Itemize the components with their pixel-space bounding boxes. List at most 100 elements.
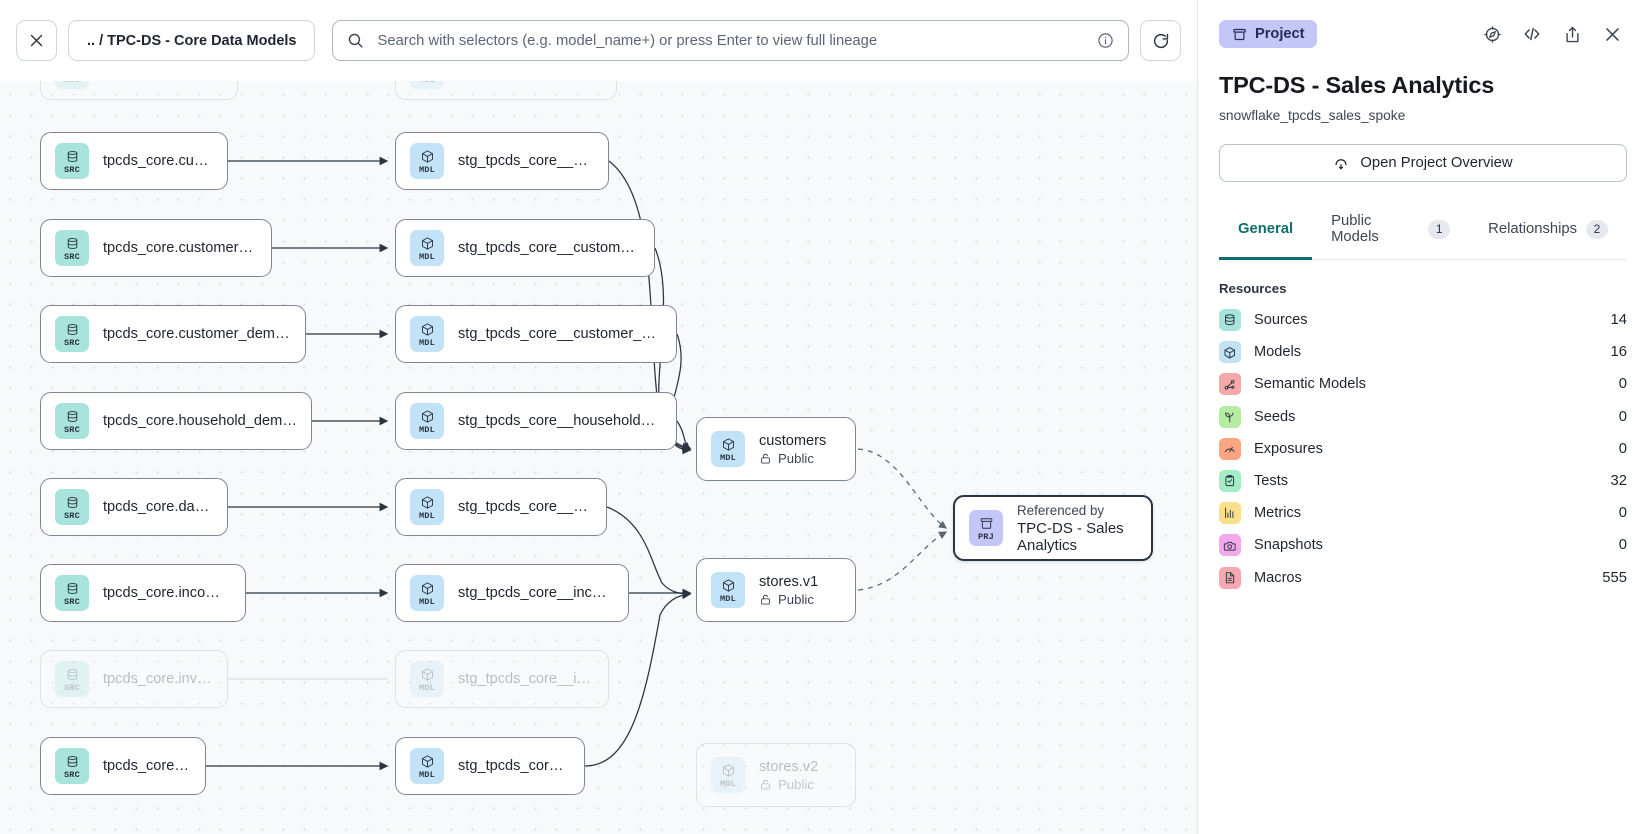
resource-row-tests[interactable]: Tests 32	[1219, 465, 1627, 497]
lineage-node-src_customer[interactable]: SRC tpcds_core.customer	[40, 132, 228, 190]
node-cube-icon	[421, 236, 433, 250]
close-icon	[30, 34, 43, 47]
resource-name: Tests	[1254, 473, 1289, 490]
node-text: tpcds_core.inventory	[103, 671, 213, 687]
node-text: stg_tpcds_core__income_band	[458, 585, 614, 601]
lineage-search[interactable]	[332, 20, 1129, 61]
node-glyph	[65, 235, 80, 252]
lock-open-icon	[761, 594, 770, 605]
resource-count: 0	[1618, 537, 1627, 554]
node-kind-label: MDL	[418, 251, 436, 262]
close-panel-button[interactable]	[1597, 19, 1627, 49]
lineage-node-mdl_cust_demo[interactable]: MDLstg_tpcds_core__customer_demogra…	[395, 305, 677, 363]
database-icon	[1219, 309, 1241, 332]
lineage-canvas-pane[interactable]: SRCtpcds_core.call_centerSRCtpcds_core.c…	[0, 0, 1197, 834]
gauge-icon	[1219, 437, 1241, 460]
breadcrumb[interactable]: .. / TPC-DS - Core Data Models	[68, 20, 316, 61]
explore-compass-button[interactable]	[1477, 19, 1507, 49]
resource-row-macros[interactable]: Macros 555	[1219, 562, 1627, 594]
node-db-icon	[67, 150, 77, 162]
tab-count-badge: 2	[1586, 219, 1608, 239]
node-text: tpcds_core.customer	[103, 153, 213, 169]
tab-label: Relationships	[1488, 221, 1577, 237]
node-title: tpcds_core.household_demographics	[103, 413, 297, 429]
resource-count: 0	[1618, 408, 1627, 425]
project-type-badge[interactable]: Project	[1219, 20, 1318, 48]
search-input[interactable]	[364, 32, 1097, 49]
refresh-icon	[1153, 33, 1168, 48]
info-icon[interactable]	[1097, 32, 1114, 49]
node-project-icon	[980, 517, 992, 529]
node-title: stg_tpcds_core__store	[458, 758, 570, 774]
node-kind-label: SRC	[63, 164, 81, 175]
close-lineage-button[interactable]	[16, 20, 57, 61]
code-icon	[1524, 27, 1540, 41]
node-text: tpcds_core.customer_address	[103, 240, 257, 256]
node-title: tpcds_core.store	[103, 758, 191, 774]
node-glyph	[420, 235, 435, 252]
camera-icon	[1219, 534, 1241, 557]
node-title: stg_tpcds_core__customer_address	[458, 240, 640, 256]
node-text: tpcds_core.store	[103, 758, 191, 774]
node-cube-icon	[722, 763, 734, 777]
node-title: customers	[759, 432, 827, 449]
node-glyph	[979, 515, 994, 532]
node-title: stores.v1	[759, 573, 819, 590]
node-visibility-label: Public	[778, 591, 814, 607]
refresh-button[interactable]	[1140, 20, 1181, 61]
lineage-node-mdl_hh_demo[interactable]: MDLstg_tpcds_core__household_demogr…	[395, 392, 677, 450]
lineage-node-mdl_cust_addr[interactable]: MDL stg_tpcds_core__customer_address	[395, 219, 655, 277]
tab-general[interactable]: General	[1219, 208, 1313, 260]
semantic-graph-icon	[1219, 373, 1241, 396]
panel-header: Project	[1219, 0, 1627, 60]
node-glyph	[65, 753, 80, 770]
node-title: stores.v2	[759, 758, 819, 775]
project-box-icon	[1233, 28, 1246, 40]
tab-relationships[interactable]: Relationships 2	[1469, 208, 1627, 260]
node-kind-label: MDL	[719, 452, 737, 463]
resource-count: 32	[1610, 473, 1627, 490]
node-cube-icon	[421, 581, 433, 595]
view-code-button[interactable]	[1517, 19, 1547, 49]
share-button[interactable]	[1557, 19, 1587, 49]
lineage-toolbar: .. / TPC-DS - Core Data Models	[0, 0, 1197, 81]
open-project-overview-button[interactable]: Open Project Overview	[1219, 144, 1627, 182]
resource-count: 555	[1602, 569, 1627, 586]
node-glyph	[721, 762, 736, 779]
node-cube-icon	[421, 495, 433, 509]
node-kind-label: MDL	[418, 510, 436, 521]
node-text: stg_tpcds_core__customer	[458, 153, 594, 169]
search-icon	[347, 32, 364, 49]
node-title: stg_tpcds_core__inventory	[458, 671, 594, 687]
resource-name: Macros	[1254, 569, 1302, 586]
page-title: TPC-DS - Sales Analytics	[1219, 72, 1495, 98]
seed-icon	[1219, 405, 1241, 428]
